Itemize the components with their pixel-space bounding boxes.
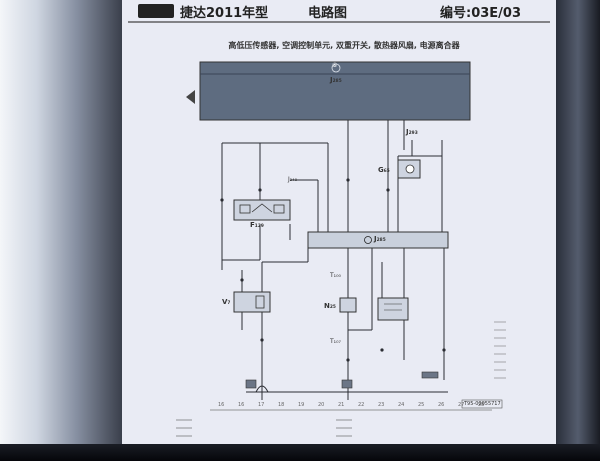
col-number: 16 bbox=[218, 402, 225, 408]
connectors bbox=[220, 178, 446, 362]
reference-code: T95-00055717 bbox=[464, 401, 501, 407]
col-number: 22 bbox=[358, 402, 365, 408]
legend-right-lines bbox=[494, 321, 506, 379]
top-bar-marker-symbol bbox=[331, 63, 341, 73]
dual-pressure-switch bbox=[233, 199, 291, 221]
col-number: 28 bbox=[478, 402, 485, 408]
col-number: 26 bbox=[438, 402, 445, 408]
mid-bar-marker-symbol bbox=[364, 236, 372, 244]
magnetic-clutch bbox=[339, 297, 357, 313]
col-number: 16 bbox=[238, 402, 245, 408]
middle-unit-label: J₂₈₅ bbox=[374, 235, 386, 243]
middle-control-unit-bar bbox=[307, 231, 449, 249]
small-unit-label: J₂₄₈ bbox=[288, 176, 297, 183]
top-control-unit-bar bbox=[199, 61, 471, 121]
right-component-box bbox=[377, 297, 409, 321]
diagram-subtitle: 高低压传感器, 空调控制单元, 双重开关, 散热器风扇, 电源离合器 bbox=[228, 41, 460, 50]
fan-motor-label: V₇ bbox=[222, 298, 231, 306]
col-number: 18 bbox=[278, 402, 285, 408]
document-title: 电路图 bbox=[308, 6, 348, 21]
reference-box bbox=[461, 399, 503, 409]
wiring-diagram bbox=[128, 21, 550, 437]
ground-points bbox=[245, 371, 439, 389]
col-number: 21 bbox=[338, 402, 345, 408]
top-bar-marker: ⑥ bbox=[332, 62, 338, 69]
col-number: 25 bbox=[418, 402, 425, 408]
switch-label: F₁₂₉ bbox=[250, 221, 264, 229]
legend-bottom-lines bbox=[176, 419, 352, 437]
col-number: 20 bbox=[318, 402, 325, 408]
top-unit-label: J₂₈₅ bbox=[330, 76, 342, 84]
monitor-bezel-bottom bbox=[0, 444, 600, 461]
col-number: 19 bbox=[298, 402, 305, 408]
monitor-bezel-left bbox=[0, 0, 122, 461]
col-number: 27 bbox=[458, 402, 465, 408]
right-unit-label: J₂₉₃ bbox=[406, 128, 418, 136]
previous-page-arrow-icon[interactable] bbox=[186, 90, 195, 104]
document-number: 编号:03E/03 bbox=[440, 6, 522, 21]
col-number: 24 bbox=[398, 402, 405, 408]
monitor-bezel-right bbox=[556, 0, 600, 461]
col-number: 23 bbox=[378, 402, 385, 408]
brand-logo bbox=[138, 4, 174, 18]
wires bbox=[221, 120, 448, 400]
col-number: 17 bbox=[258, 402, 265, 408]
radiator-fan-motor bbox=[233, 291, 271, 313]
sensor-label: G₆₅ bbox=[378, 166, 390, 174]
diagram-page: 捷达2011年型 电路图 编号:03E/03 高低压传感器, 空调控制单元, 双… bbox=[122, 0, 556, 446]
t-upper-label: T₁₀₀ bbox=[330, 272, 341, 279]
t-lower-label: T₁₀₇ bbox=[330, 338, 341, 345]
brand-model: 捷达2011年型 bbox=[180, 6, 269, 21]
clutch-label: N₂₅ bbox=[324, 302, 336, 310]
